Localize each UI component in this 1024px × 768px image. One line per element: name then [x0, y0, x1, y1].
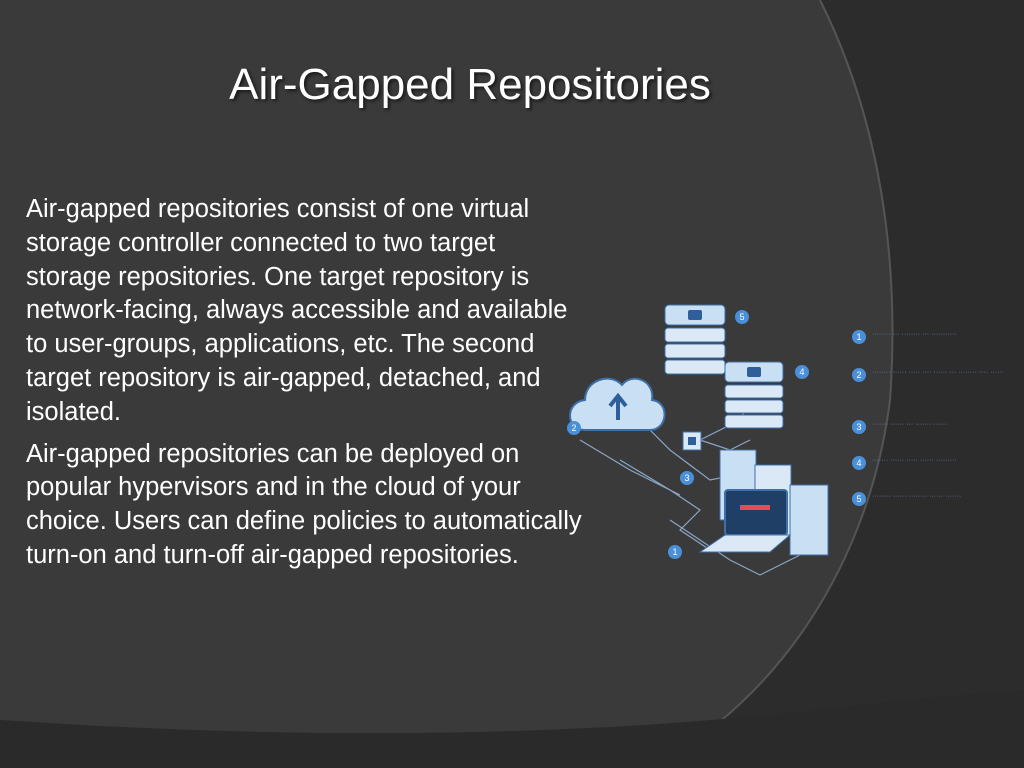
legend-number: 5 [852, 492, 866, 506]
svg-text:3: 3 [684, 473, 689, 483]
svg-text:1: 1 [672, 547, 677, 557]
cloud-upload-icon [569, 377, 666, 431]
svg-text:2: 2 [571, 423, 576, 433]
marker-3: 3 [680, 471, 694, 485]
legend-number: 2 [852, 368, 866, 382]
cube-icon [682, 431, 702, 451]
server-stack-icon [664, 304, 726, 375]
legend-text: ······· ······ ····· ······ ········· [872, 457, 957, 464]
paragraph: Air-gapped repositories can be deployed … [26, 439, 582, 569]
paragraph: Air-gapped repositories consist of one v… [26, 195, 568, 426]
body-text: Air-gapped repositories consist of one v… [26, 193, 586, 581]
slide-title: Air-Gapped Repositories [229, 60, 711, 109]
legend-text: ········ ··· ········ ··· ··········· [872, 331, 957, 338]
marker-2: 2 [567, 421, 581, 435]
legend-text: ········ ······ ····· ···· ······ ··· ··… [872, 369, 1005, 376]
marker-1: 1 [668, 545, 682, 559]
marker-5: 5 [735, 310, 749, 324]
legend-text: ······· ······ ··· ······· ······ [872, 421, 948, 428]
network-diagram-illustration: 5 4 2 3 1 [567, 304, 829, 576]
legend-number: 1 [852, 330, 866, 344]
laptop-icon [698, 489, 792, 553]
svg-text:4: 4 [799, 367, 804, 377]
legend-number: 3 [852, 420, 866, 434]
svg-text:5: 5 [739, 312, 744, 322]
server-stack-icon [724, 361, 784, 429]
legend-number: 4 [852, 456, 866, 470]
legend-text: ········ ······ ········ ······ ······· [872, 493, 962, 500]
marker-4: 4 [795, 365, 809, 379]
